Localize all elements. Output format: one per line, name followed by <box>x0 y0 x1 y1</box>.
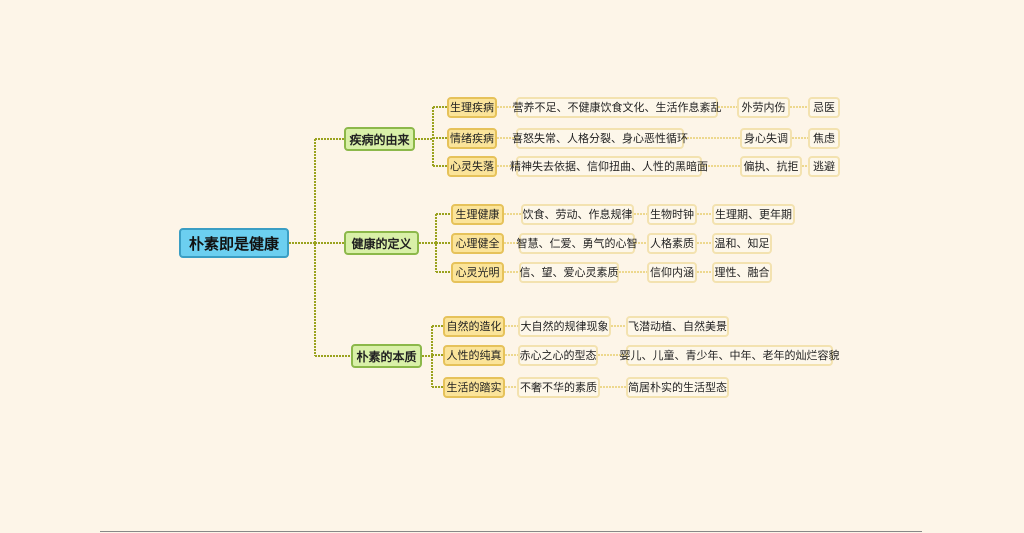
sub-branch-node[interactable]: 生理疾病 <box>447 96 497 118</box>
leaf-node[interactable]: 智慧、仁爱、勇气的心智 <box>517 232 638 254</box>
leaf-node[interactable]: 人格素质 <box>647 232 697 254</box>
sub-branch-node[interactable]: 心灵失落 <box>447 155 497 177</box>
leaf-node[interactable]: 逃避 <box>808 155 840 177</box>
divider <box>100 531 922 532</box>
leaf-node[interactable]: 营养不足、不健康饮食文化、生活作息紊乱 <box>513 96 722 118</box>
leaf-node[interactable]: 飞潜动植、自然美景 <box>626 315 729 337</box>
root-node[interactable]: 朴素即是健康 <box>179 228 289 258</box>
leaf-node[interactable]: 饮食、劳动、作息规律 <box>521 203 634 225</box>
branch-node[interactable]: 健康的定义 <box>344 231 419 255</box>
leaf-node[interactable]: 外劳内伤 <box>737 96 790 118</box>
leaf-node[interactable]: 不奢不华的素质 <box>517 376 600 398</box>
leaf-node[interactable]: 喜怒失常、人格分裂、身心恶性循环 <box>512 127 688 149</box>
sub-branch-node[interactable]: 心理健全 <box>451 232 504 254</box>
leaf-node[interactable]: 信仰内涵 <box>647 261 697 283</box>
sub-branch-node[interactable]: 自然的造化 <box>443 315 505 337</box>
leaf-node[interactable]: 温和、知足 <box>712 232 772 254</box>
leaf-node[interactable]: 焦虑 <box>808 127 840 149</box>
branch-node[interactable]: 朴素的本质 <box>351 344 422 368</box>
leaf-node[interactable]: 偏执、抗拒 <box>740 155 802 177</box>
leaf-node[interactable]: 理性、融合 <box>712 261 772 283</box>
branch-node[interactable]: 疾病的由来 <box>344 127 415 151</box>
sub-branch-node[interactable]: 情绪疾病 <box>447 127 497 149</box>
sub-branch-node[interactable]: 生活的踏实 <box>443 376 505 398</box>
sub-branch-node[interactable]: 人性的纯真 <box>443 344 505 366</box>
leaf-node[interactable]: 生理期、更年期 <box>712 203 795 225</box>
sub-branch-node[interactable]: 生理健康 <box>451 203 504 225</box>
leaf-node[interactable]: 信、望、爱心灵素质 <box>519 261 619 283</box>
leaf-node[interactable]: 身心失调 <box>740 127 792 149</box>
leaf-node[interactable]: 忌医 <box>808 96 840 118</box>
sub-branch-node[interactable]: 心灵光明 <box>451 261 504 283</box>
leaf-node[interactable]: 大自然的规律现象 <box>518 315 611 337</box>
leaf-node[interactable]: 婴儿、儿童、青少年、中年、老年的灿烂容貌 <box>620 344 840 366</box>
leaf-node[interactable]: 赤心之心的型态 <box>518 344 598 366</box>
leaf-node[interactable]: 精神失去依据、信仰扭曲、人性的黑暗面 <box>510 155 708 177</box>
leaf-node[interactable]: 生物时钟 <box>647 203 697 225</box>
leaf-node[interactable]: 简居朴实的生活型态 <box>626 376 729 398</box>
